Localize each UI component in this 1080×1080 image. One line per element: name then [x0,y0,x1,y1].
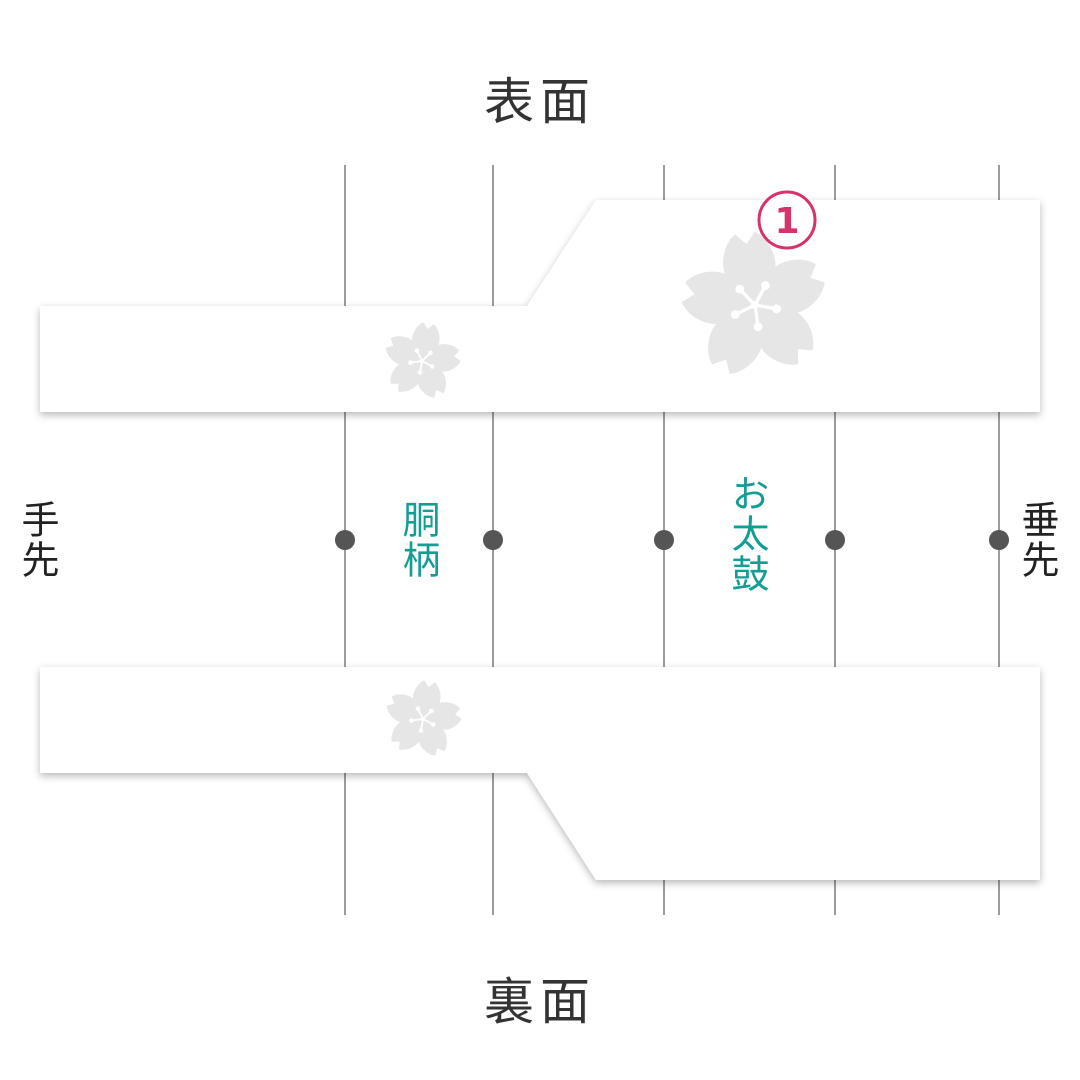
back-obi-shape [40,667,1040,880]
guide-dot [825,530,845,550]
back-side-title: 裏面 [484,973,596,1031]
circled-number-icon: 1 [757,190,817,250]
guide-dot [989,530,1009,550]
taiko-label: お太鼓 [725,474,769,594]
front-side-title: 表面 [484,73,596,131]
guide-dot [483,530,503,550]
right-end-label: 垂先 [1015,500,1059,580]
guide-dot [654,530,674,550]
guide-dot [335,530,355,550]
body-pattern-label: 胴柄 [396,500,440,580]
front-obi-shape [40,200,1040,412]
left-end-label: 手先 [15,500,59,580]
marker-number: 1 [774,201,799,242]
guide-dots [335,530,1009,550]
